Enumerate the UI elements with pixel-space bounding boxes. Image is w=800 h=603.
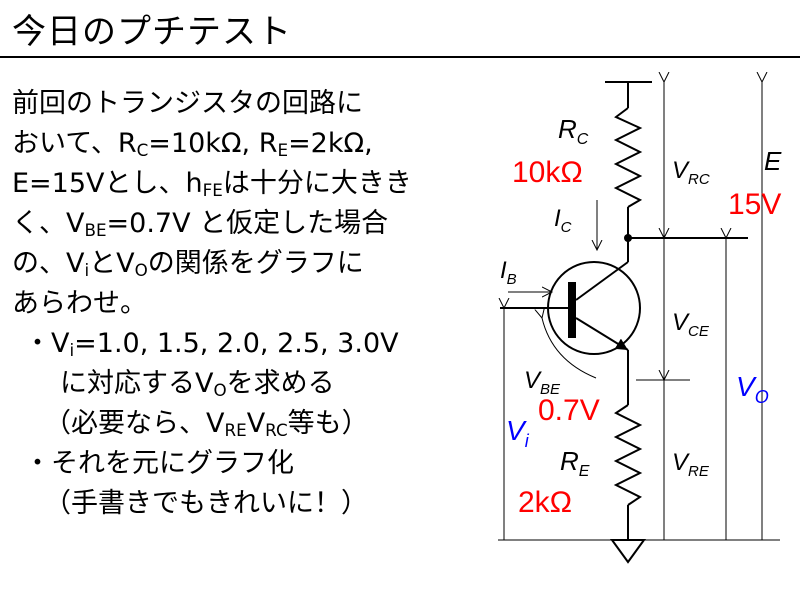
vi-label: Vi xyxy=(506,415,530,451)
text-segment: に対応するV xyxy=(60,368,214,399)
text-segment: ・V xyxy=(24,328,70,359)
title-underline xyxy=(0,56,800,58)
re-resistor xyxy=(613,404,643,506)
bullet-2: ・それを元にグラフ化 xyxy=(24,444,482,484)
bullet-1-line-3: （必要なら、VREVRC等も） xyxy=(44,404,482,444)
vrc-label: VRC xyxy=(672,157,710,188)
text-segment: =10kΩ, R xyxy=(148,128,278,159)
text-segment: おいて、R xyxy=(12,128,137,159)
vbe-arrow xyxy=(542,318,597,379)
subscript: FE xyxy=(202,180,223,201)
ground-icon xyxy=(610,539,646,564)
problem-text: 前回のトランジスタの回路に おいて、RC=10kΩ, RE=2kΩ, E=15V… xyxy=(12,84,482,524)
rc-value: 10kΩ xyxy=(512,156,583,189)
subscript: i xyxy=(84,260,90,281)
subscript: RE xyxy=(224,420,247,441)
text-segment: （必要なら、V xyxy=(44,408,225,439)
subscript: E xyxy=(277,140,289,161)
text-segment: =0.7V と仮定した場合 xyxy=(106,208,389,239)
bullet-1-line-2: に対応するVOを求める xyxy=(60,364,482,404)
subscript: C xyxy=(136,140,149,161)
collector-lead xyxy=(575,261,629,301)
vre-label: VRE xyxy=(672,449,710,480)
text-segment: 等も） xyxy=(287,408,369,439)
text-segment: を求める xyxy=(226,368,335,399)
re-label: RE xyxy=(560,446,590,480)
vbe-value: 0.7V xyxy=(538,394,600,427)
subscript: O xyxy=(134,260,148,281)
ic-label: IC xyxy=(554,205,572,236)
bullet-2-line-2: （手書きでもきれいに！） xyxy=(44,484,482,524)
text-segment: ・それを元にグラフ化 xyxy=(24,448,294,479)
text-segment: は十分に大きき xyxy=(222,168,412,199)
text-segment: V xyxy=(246,408,266,439)
bullet-1: ・Vi=1.0, 1.5, 2.0, 2.5, 3.0V xyxy=(24,324,482,364)
problem-line-6: あらわせ。 xyxy=(12,284,482,324)
vbe-label: VBE xyxy=(524,367,561,398)
subscript: RC xyxy=(265,420,288,441)
vce-label: VCE xyxy=(672,309,710,340)
problem-line-4: く、VBE=0.7V と仮定した場合 xyxy=(12,204,482,244)
text-segment: く、V xyxy=(12,208,85,239)
subscript: BE xyxy=(84,220,107,241)
text-segment: あらわせ。 xyxy=(12,288,147,319)
text-segment: =1.0, 1.5, 2.0, 2.5, 3.0V xyxy=(74,328,399,359)
text-segment: 前回のトランジスタの回路に xyxy=(12,88,363,119)
ib-label: IB xyxy=(500,257,517,288)
text-segment: （手書きでもきれいに！） xyxy=(44,488,368,519)
e-value: 15V xyxy=(728,188,781,221)
problem-line-5: の、ViとVOの関係をグラフに xyxy=(12,244,482,284)
text-segment: =2kΩ, xyxy=(288,128,373,159)
problem-line-2: おいて、RC=10kΩ, RE=2kΩ, xyxy=(12,124,482,164)
subscript: i xyxy=(69,340,75,361)
e-label: E xyxy=(764,146,782,176)
rc-resistor xyxy=(613,107,643,208)
text-segment: とV xyxy=(89,248,135,279)
vo-label: VO xyxy=(736,371,769,407)
problem-line-1: 前回のトランジスタの回路に xyxy=(12,84,482,124)
emitter-lead xyxy=(575,317,629,351)
rc-label: RC xyxy=(558,114,589,148)
transistor-base-bar xyxy=(568,282,576,338)
problem-line-3: E=15Vとし、hFEは十分に大きき xyxy=(12,164,482,204)
text-segment: の関係をグラフに xyxy=(147,248,364,279)
text-segment: E=15Vとし、h xyxy=(12,168,203,199)
subscript: O xyxy=(213,380,227,401)
page-title: 今日のプチテスト xyxy=(12,12,292,52)
text-segment: の、V xyxy=(12,248,85,279)
re-value: 2kΩ xyxy=(518,486,572,519)
